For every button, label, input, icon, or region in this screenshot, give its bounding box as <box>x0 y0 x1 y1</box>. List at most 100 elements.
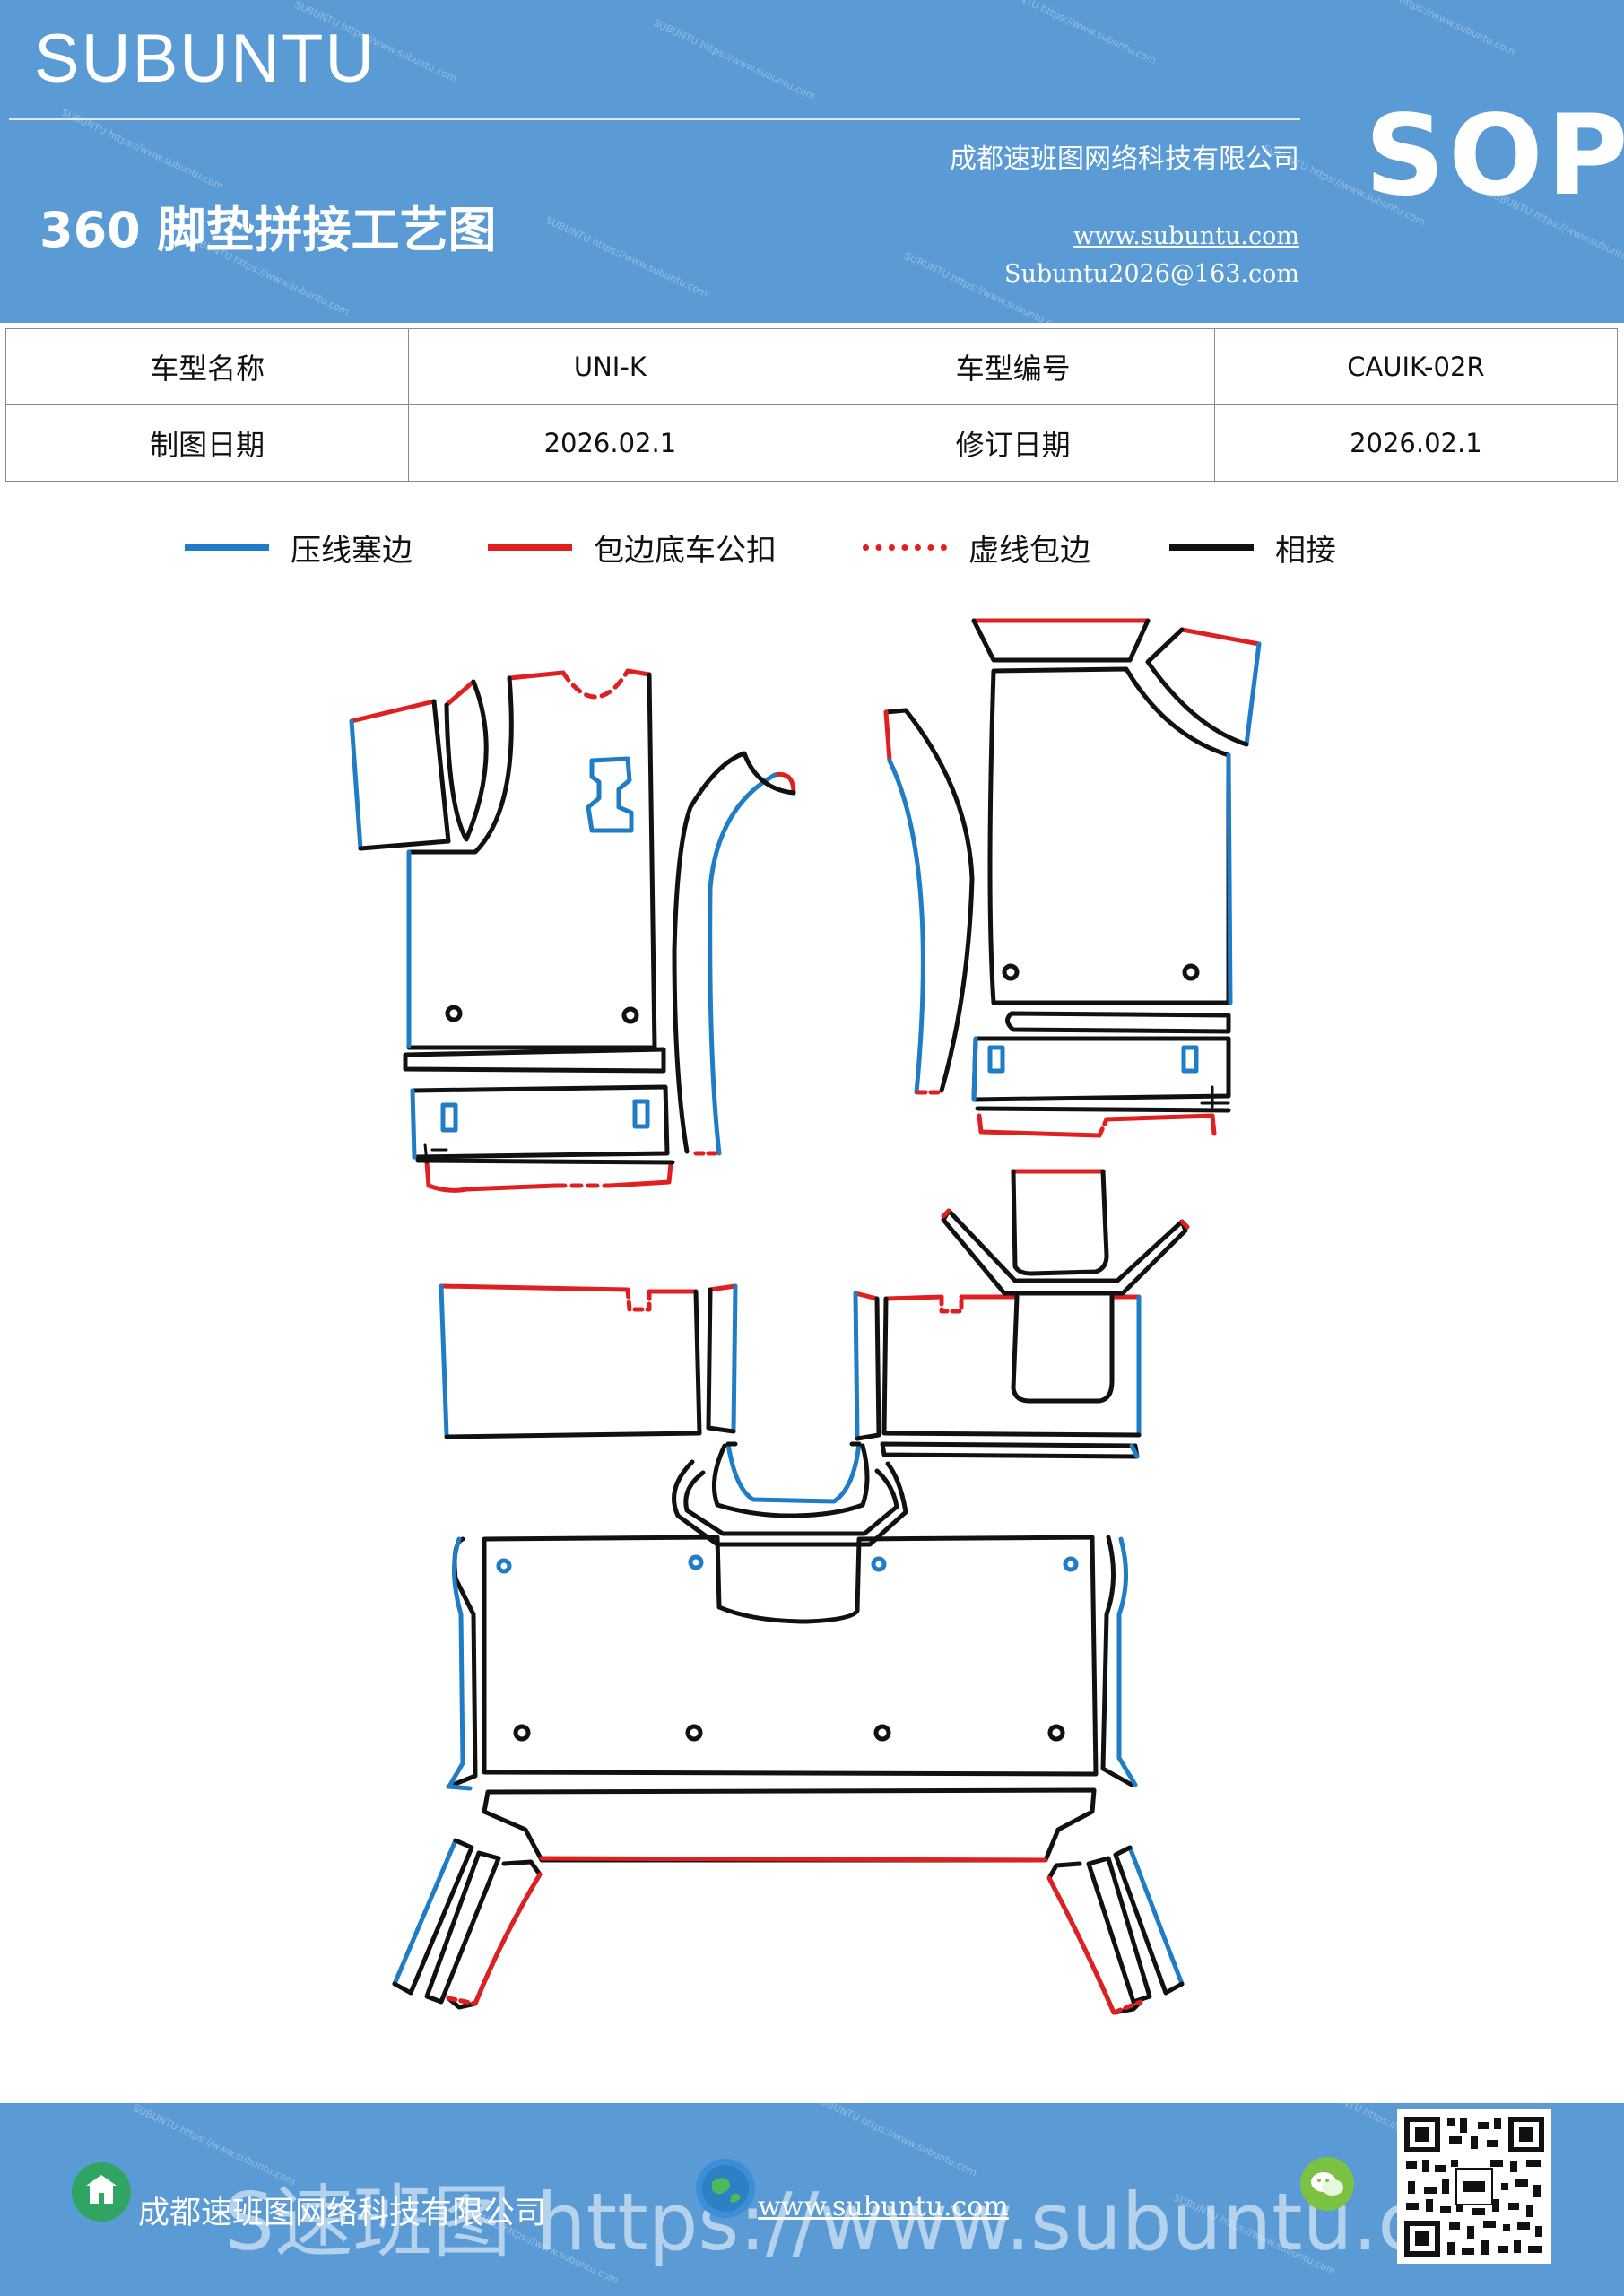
email-address: Subuntu2026@163.com <box>1004 260 1299 288</box>
mat-edge <box>1111 1999 1143 2015</box>
mat-edge <box>977 1113 1217 1138</box>
table-row: 车型名称 UNI-K 车型编号 CAUIK-02R <box>4 328 1619 405</box>
mat-edge <box>731 1283 738 1434</box>
mat-edge <box>946 1208 1185 1283</box>
mat-edge <box>971 1036 978 1102</box>
mat-edge <box>439 1283 699 1294</box>
fastener-hole <box>873 1724 891 1742</box>
globe-icon <box>696 2159 755 2218</box>
legend-swatch <box>1169 544 1254 551</box>
label-model-name: 车型名称 <box>4 328 410 405</box>
mat-edge <box>1113 1845 1185 1996</box>
legend-swatch <box>863 544 947 551</box>
mat-edge <box>424 1850 501 2005</box>
fastener-hole <box>1047 1724 1065 1742</box>
mat-edge <box>392 1838 458 1987</box>
mat-edge <box>1127 1845 1185 1987</box>
mat-edge <box>625 1287 652 1312</box>
mat-edge <box>1179 627 1262 647</box>
header-banner: SUBUNTU https://www.subuntu.com SUBUNTU … <box>0 0 1624 323</box>
label-revise-date: 修订日期 <box>811 404 1215 482</box>
fastener-hole <box>496 1558 512 1574</box>
label-model-code: 车型编号 <box>811 328 1215 405</box>
mat-edge <box>672 751 796 1154</box>
mat-edge <box>1145 627 1249 747</box>
legend-swatch <box>185 544 269 551</box>
mat-edge <box>444 1289 702 1439</box>
mat-edge <box>975 1106 1231 1113</box>
mat-edge <box>708 772 777 1156</box>
mat-edge <box>1244 641 1262 747</box>
join-mark <box>420 1143 448 1164</box>
fastener-hole <box>871 1556 887 1572</box>
mat-edge <box>446 1996 478 2006</box>
mat-edge <box>482 1535 1099 1777</box>
company-name: 成都速班图网络科技有限公司 <box>950 144 1299 175</box>
legend-label: 包边底车公扣 <box>594 532 777 569</box>
footer-website-link[interactable]: www.subuntu.com <box>758 2191 1009 2222</box>
legend-label: 压线塞边 <box>291 532 413 569</box>
value-model-code: CAUIK-02R <box>1213 328 1619 405</box>
mat-edge <box>683 1468 899 1536</box>
mat-edge <box>439 1283 449 1438</box>
mat-edge <box>539 1856 1048 1863</box>
brand-logo-text: SUBUNTU <box>34 21 377 97</box>
mat-edge <box>853 1291 880 1301</box>
legend-label: 虚线包边 <box>968 532 1090 569</box>
table-row: 制图日期 2026.02.1 修订日期 2026.02.1 <box>4 404 1619 482</box>
mat-edge <box>1226 752 1233 1005</box>
website-link[interactable]: www.subuntu.com <box>1073 222 1299 250</box>
fastener-hole <box>445 1004 463 1022</box>
mat-edge <box>1116 1536 1138 1787</box>
mat-edge <box>410 1088 417 1160</box>
header-divider <box>9 118 1300 120</box>
value-revise-date: 2026.02.1 <box>1213 404 1619 482</box>
mat-edge <box>1097 1117 1109 1138</box>
fastener-hole <box>621 1006 639 1024</box>
mat-edge <box>1011 1169 1109 1276</box>
mat-cutout <box>632 1099 650 1129</box>
mat-edge <box>1046 1875 1116 2015</box>
mat-edge <box>853 1291 860 1441</box>
footer-company: 成都速班图网络科技有限公司 <box>138 2196 547 2231</box>
legend-item-dashed-wrap: 虚线包边 <box>863 520 1090 574</box>
fastener-hole <box>1063 1556 1079 1572</box>
mat-edge <box>883 1294 1142 1301</box>
front-left-mat-group <box>349 668 796 1193</box>
mat-edge <box>880 1441 1140 1459</box>
mat-edge <box>1005 1011 1231 1034</box>
label-draw-date: 制图日期 <box>4 404 410 482</box>
qr-code <box>1397 2109 1551 2264</box>
join-mark <box>1200 1085 1230 1109</box>
info-table: 车型名称 UNI-K 车型编号 CAUIK-02R 制图日期 2026.02.1… <box>4 328 1619 482</box>
mat-edge <box>392 1838 474 1996</box>
mat-edge <box>939 1294 964 1314</box>
mat-edge <box>883 708 908 715</box>
mat-edge <box>482 1787 1097 1863</box>
mat-edge <box>887 758 925 1095</box>
sop-mark: SOP <box>1365 91 1624 221</box>
legend-item-press-line: 压线塞边 <box>185 520 413 574</box>
mat-edge <box>881 1296 1142 1438</box>
mat-edge <box>706 1287 736 1434</box>
legend: 压线塞边 包边底车公扣 虚线包边 相接 <box>0 520 1624 574</box>
mat-edge <box>446 1784 473 1791</box>
mat-edge <box>473 1872 543 2006</box>
mat-edge <box>903 708 975 1093</box>
wechat-icon <box>1300 2157 1354 2211</box>
mat-edge <box>415 1158 675 1165</box>
mat-edge <box>971 618 1151 663</box>
fastener-hole <box>513 1724 531 1742</box>
mat-edge <box>349 699 437 724</box>
mat-edge <box>708 1283 738 1292</box>
mat-edge <box>444 679 476 708</box>
mat-edge <box>1100 1535 1134 1787</box>
mat-edge <box>444 679 489 842</box>
mat-cutout <box>586 756 634 833</box>
mat-edge <box>1129 1443 1140 1459</box>
fastener-hole <box>688 1554 704 1570</box>
mat-edge <box>507 668 652 681</box>
mat-cutout <box>440 1102 458 1133</box>
mat-edge <box>941 1208 1188 1296</box>
